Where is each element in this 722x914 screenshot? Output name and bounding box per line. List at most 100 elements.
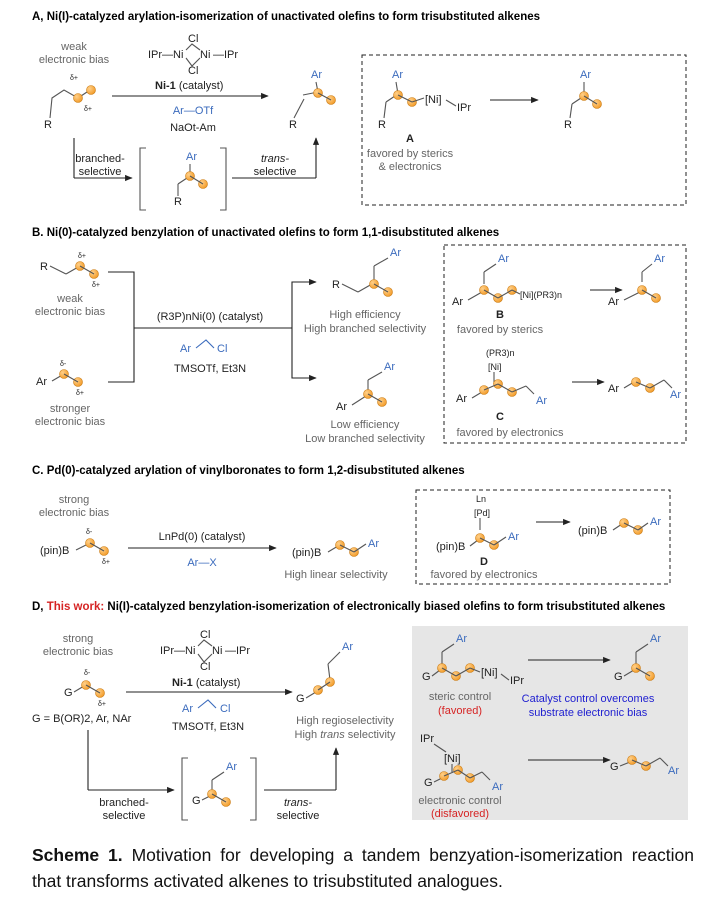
a-trans-label-2: selective (254, 166, 297, 178)
d-overcome-1: Catalyst control overcomes (522, 693, 655, 705)
b-up-arrow (291, 278, 317, 328)
svg-text:Ar: Ar (180, 343, 191, 355)
svg-text:—IPr: —IPr (225, 645, 250, 657)
b-weak-bias: electronic bias (35, 306, 106, 318)
b-intermediate-B: Ar Ar [Ni](PR3)n B favored by sterics (452, 253, 562, 336)
d-strong-bias: electronic bias (43, 646, 114, 658)
svg-text:Cl: Cl (220, 703, 230, 715)
d-electronic-disfavored: (disfavored) (431, 808, 489, 820)
svg-text:C: C (496, 411, 504, 423)
d-branched-label-1: branched- (99, 797, 149, 809)
svg-text:δ-: δ- (60, 361, 67, 368)
d-panel-product-2: G Ar (610, 755, 679, 777)
d-reagent-base: TMSOTf, Et3N (172, 721, 244, 733)
d-mechanism-panel (412, 626, 688, 820)
svg-text:δ-: δ- (84, 670, 91, 677)
svg-text:Ar: Ar (668, 765, 679, 777)
b-stronger-label: stronger (50, 403, 91, 415)
b-substrate-aryl: Ar δ- δ+ (36, 361, 84, 397)
a-branched-label-1: branched- (75, 153, 125, 165)
d-steric-favored: (favored) (438, 705, 482, 717)
section-b-heading: B. Ni(0)-catalyzed benzylation of unacti… (32, 227, 499, 239)
svg-text:Ar: Ar (670, 389, 681, 401)
d-overcome-2: substrate electronic bias (529, 707, 648, 719)
c-box-product: (pin)B Ar (578, 516, 661, 537)
svg-text:Ar: Ar (456, 633, 467, 645)
svg-text:(pin)B: (pin)B (436, 541, 465, 553)
a-substrate: R δ+ δ+ (44, 75, 96, 131)
svg-text:favored by electronics: favored by electronics (457, 427, 564, 439)
d-electronic-intermediate: IPr [Ni] G Ar (420, 733, 503, 793)
d-branched-label-2: selective (103, 810, 146, 822)
svg-text:IPr: IPr (457, 102, 471, 114)
a-product-trisubstituted: Ar R (289, 69, 336, 131)
a-trans-label-1: trans- (261, 153, 289, 165)
b-substrate-alkyl: R δ+ δ+ (40, 253, 100, 289)
c-catalyst-label: LnPd(0) (catalyst) (159, 531, 246, 543)
c-substrate: (pin)B δ- δ+ (40, 529, 110, 566)
svg-text:Ar: Ar (452, 296, 463, 308)
svg-text:(pin)B: (pin)B (40, 545, 69, 557)
svg-text:[Pd]: [Pd] (474, 508, 490, 518)
svg-text:Ar: Ar (498, 253, 509, 265)
svg-text:G: G (64, 687, 73, 699)
svg-text:G: G (422, 671, 431, 683)
svg-text:[Ni]: [Ni] (425, 94, 442, 106)
d-branched-intermediate: Ar G (181, 757, 257, 821)
svg-text:favored by sterics: favored by sterics (457, 324, 544, 336)
c-intermediate-box (415, 489, 671, 585)
b-box-product-1: Ar Ar (608, 253, 665, 308)
svg-text:G: G (610, 761, 619, 773)
svg-text:[Ni]: [Ni] (444, 753, 461, 765)
svg-text:δ+: δ+ (92, 282, 100, 289)
b-high-efficiency: High efficiency (329, 309, 401, 321)
b-low-efficiency: Low efficiency (331, 419, 400, 431)
b-high-selectivity: High branched selectivity (304, 323, 427, 335)
svg-text:R: R (332, 279, 340, 291)
d-substrate: G δ- δ+ (64, 670, 106, 708)
b-down-arrow (291, 328, 317, 382)
scheme-caption: Scheme 1. Motivation for developing a ta… (32, 842, 694, 894)
svg-text:(pin)B: (pin)B (292, 547, 321, 559)
svg-text:Ar: Ar (492, 781, 503, 793)
d-ni1-catalyst-structure: IPr—Ni Ni —IPr Cl Cl (160, 629, 250, 673)
a-intermediate-box (361, 54, 687, 206)
svg-text:δ+: δ+ (102, 559, 110, 566)
d-steric-label: steric control (429, 691, 491, 703)
svg-text:Ar: Ar (336, 401, 347, 413)
section-d-heading: D, This work: Ni(I)-catalyzed benzylatio… (32, 601, 665, 613)
svg-text:IPr: IPr (510, 675, 524, 687)
a-bias-label: electronic bias (39, 54, 110, 66)
a-branched-intermediate: Ar R (139, 147, 227, 211)
b-benzyl-chloride: Ar Cl (180, 339, 227, 355)
d-steric-intermediate: Ar G [Ni] IPr (422, 633, 524, 687)
svg-text:B: B (496, 309, 504, 321)
d-g-definition: G = B(OR)2, Ar, NAr (32, 713, 132, 725)
b-product-branched: Ar R (332, 247, 401, 297)
svg-text:Ar: Ar (508, 531, 519, 543)
svg-text:R: R (378, 119, 386, 131)
b-stronger-bias: electronic bias (35, 416, 106, 428)
svg-text:G: G (424, 777, 433, 789)
b-box-product-2: Ar Ar (608, 377, 681, 401)
svg-text:Ni: Ni (212, 645, 222, 657)
c-strong-label: strong (59, 494, 90, 506)
d-strong-label: strong (63, 633, 94, 645)
svg-text:δ+: δ+ (76, 390, 84, 397)
svg-text:δ+: δ+ (98, 701, 106, 708)
caption-text: Motivation for developing a tandem benzy… (32, 845, 694, 891)
c-reagent: Ar—X (187, 557, 217, 569)
svg-text:Cl: Cl (188, 33, 198, 45)
svg-text:Ar: Ar (311, 69, 322, 81)
d-catalyst-label: Ni-1 (catalyst) (172, 677, 240, 689)
b-intermediate-C: (PR3)n [Ni] Ar Ar C favored by electroni… (456, 348, 564, 439)
svg-text:R: R (174, 196, 182, 208)
svg-text:δ-: δ- (86, 529, 93, 536)
svg-text:[Ni]: [Ni] (481, 667, 498, 679)
svg-text:R: R (564, 119, 572, 131)
b-converge-lines (108, 271, 135, 383)
svg-text:Cl: Cl (200, 661, 210, 673)
c-result: High linear selectivity (284, 569, 388, 581)
svg-text:favored by electronics: favored by electronics (431, 569, 538, 581)
